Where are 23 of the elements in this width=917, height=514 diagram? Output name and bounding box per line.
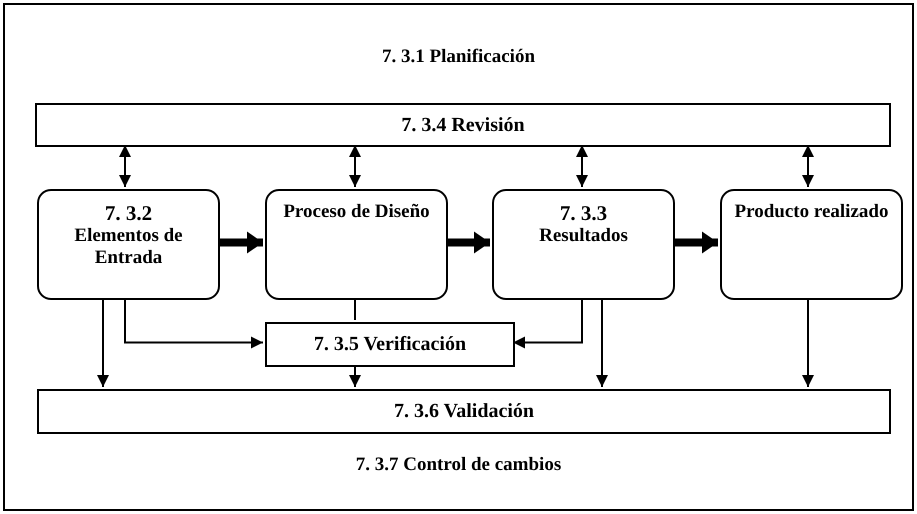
arrow <box>124 298 263 348</box>
process-box: Producto realizado <box>720 189 903 300</box>
arrow <box>513 298 583 348</box>
bar-box: 7. 3.4 Revisión <box>35 103 891 147</box>
arrow <box>802 298 814 387</box>
footer-heading: 7. 3.7 Control de cambios <box>354 453 562 477</box>
process-box: 7. 3.2 Elementos de Entrada <box>37 189 220 300</box>
process-box: Proceso de Diseño <box>265 189 448 300</box>
arrow <box>802 145 814 187</box>
title: 7. 3.1 Planificación <box>380 45 536 69</box>
arrow <box>673 232 718 254</box>
arrow <box>596 298 608 387</box>
process-box: 7. 3.3 Resultados <box>492 189 675 300</box>
arrow <box>119 145 131 187</box>
arrow <box>97 298 109 387</box>
arrow <box>349 365 361 387</box>
frame-box <box>3 3 914 511</box>
arrow <box>576 145 588 187</box>
bar-box: 7. 3.6 Validación <box>37 389 891 434</box>
arrow <box>349 145 361 187</box>
bar-box: 7. 3.5 Verificación <box>265 322 515 367</box>
arrow <box>218 232 263 254</box>
arrow <box>446 232 490 254</box>
